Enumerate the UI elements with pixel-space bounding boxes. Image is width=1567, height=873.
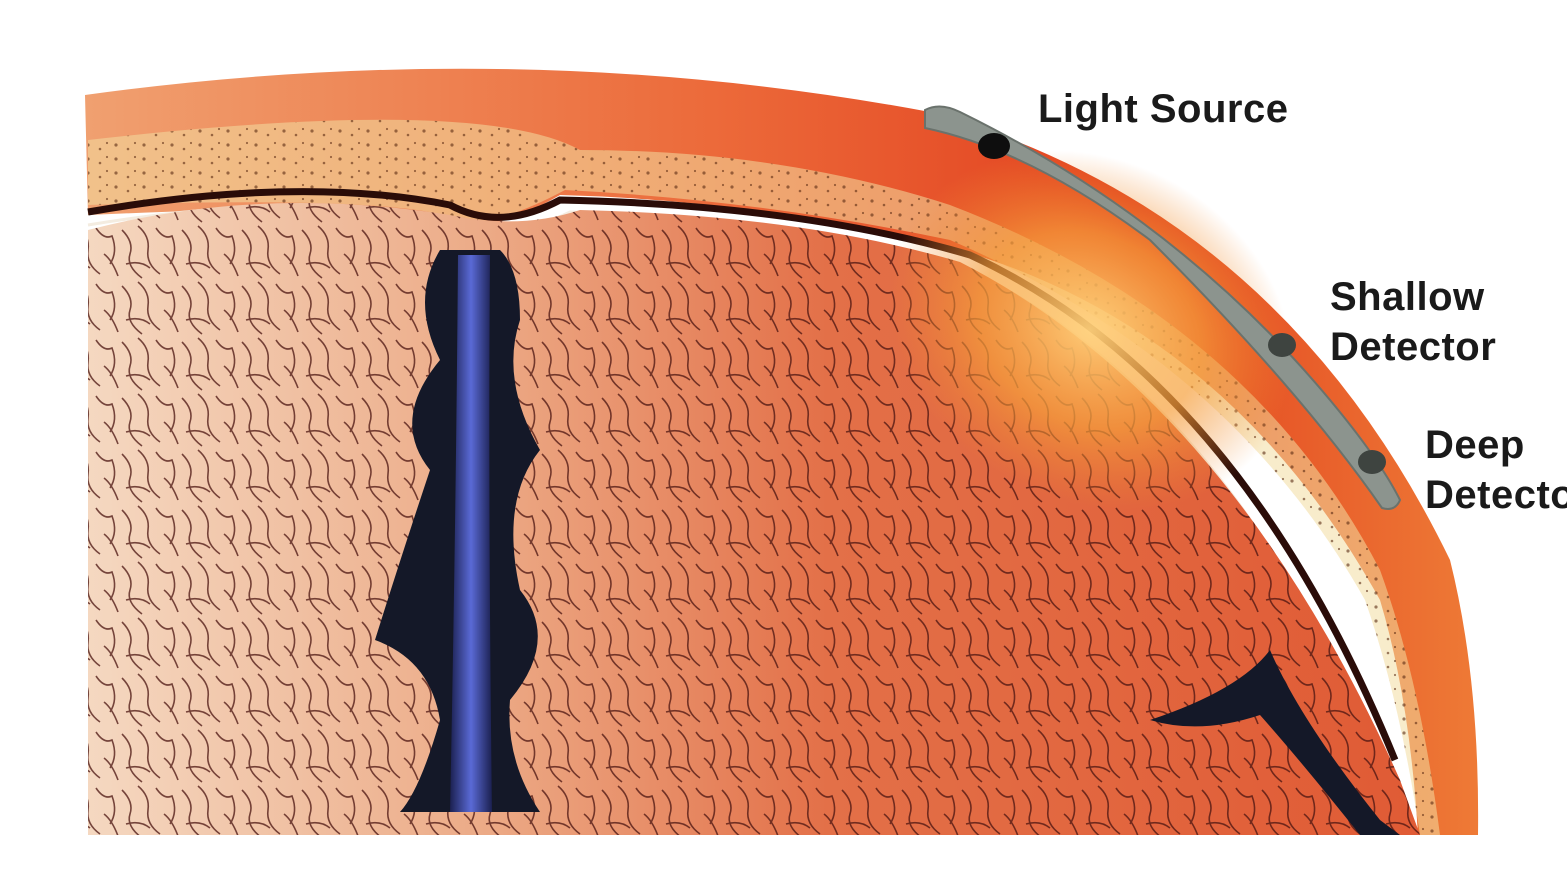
shallow-detector-sensor — [1268, 333, 1296, 357]
deep-detector-sensor — [1358, 450, 1386, 474]
deep-detector-label-line-2: Detecto — [1425, 470, 1567, 520]
shallow-detector-label-line-1: Shallow — [1330, 272, 1496, 322]
shallow-detector-label: Shallow Detector — [1330, 272, 1496, 372]
light-source-label: Light Source — [1038, 84, 1288, 134]
light-source-label-text: Light Source — [1038, 84, 1288, 134]
deep-detector-label-line-1: Deep — [1425, 420, 1567, 470]
deep-detector-label: Deep Detecto — [1425, 420, 1567, 520]
shallow-detector-label-line-2: Detector — [1330, 322, 1496, 372]
light-source-emitter — [978, 133, 1010, 159]
